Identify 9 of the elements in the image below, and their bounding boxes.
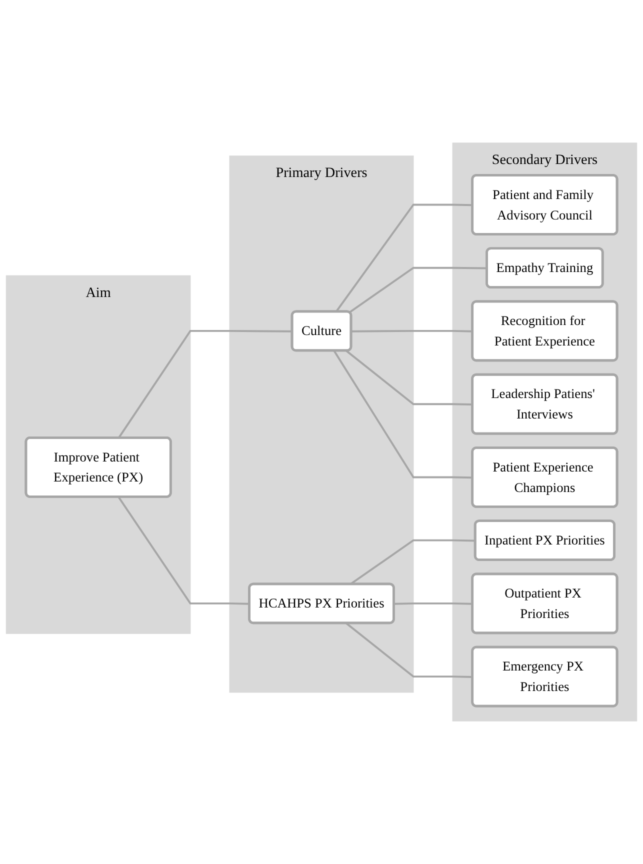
connector: [333, 350, 473, 479]
connector: [118, 496, 250, 605]
connector: [335, 204, 473, 312]
connector: [346, 622, 473, 678]
connector: [394, 602, 473, 605]
connector: [118, 330, 292, 439]
connector: [348, 266, 488, 314]
connector: [346, 350, 473, 406]
connector: [351, 330, 473, 332]
